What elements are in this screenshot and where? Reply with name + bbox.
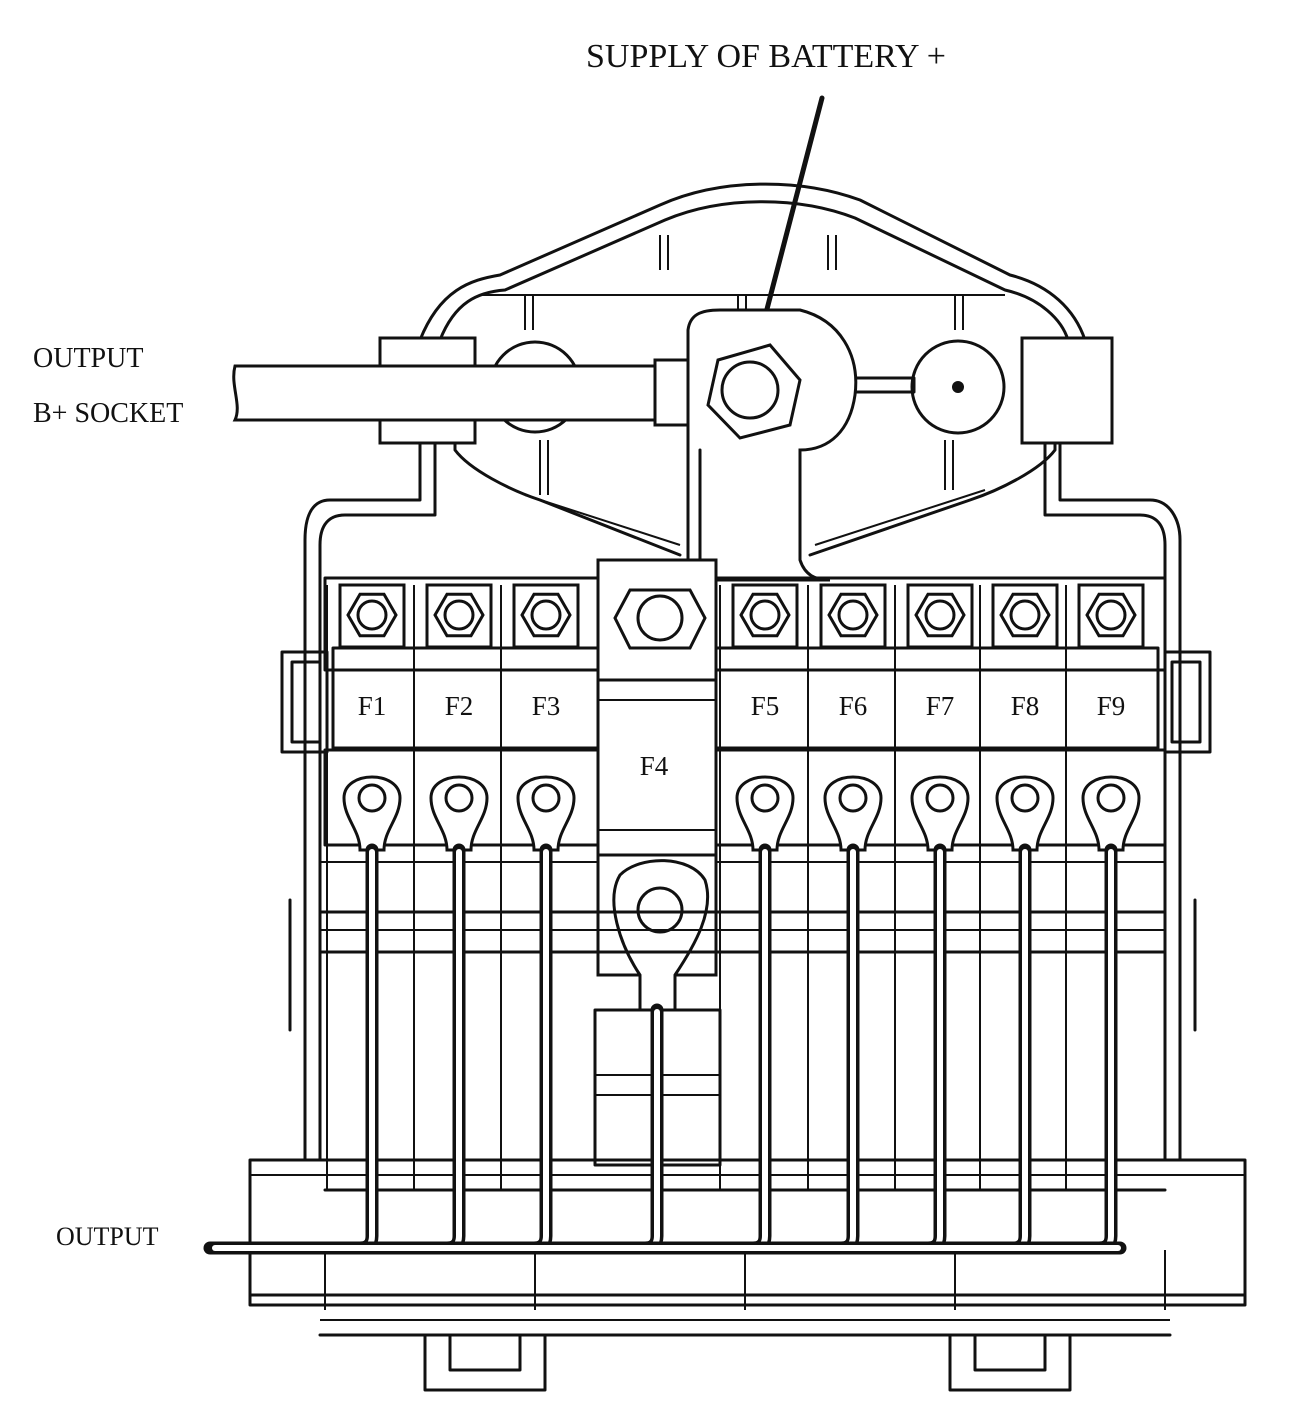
fuse-f8-terminal-bolt (1010, 783, 1040, 813)
fuse-f3-terminal-bolt (531, 783, 561, 813)
fuse-label-f9: F9 (1097, 691, 1126, 721)
fuse-f8-bolt (1009, 599, 1041, 631)
fuse-f7-bolt (924, 599, 956, 631)
supply-of-battery-label: SUPPLY OF BATTERY + (586, 38, 946, 75)
fuse-f5: F5 (719, 583, 799, 1190)
fuse-f2: F2 (413, 583, 493, 1190)
fuse-f9: F9 (1065, 583, 1145, 1190)
fuse-label-f8: F8 (1011, 691, 1040, 721)
fuse-label-f5: F5 (751, 691, 780, 721)
fuse-f5-bolt (749, 599, 781, 631)
output-label-bottom: OUTPUT (56, 1222, 159, 1251)
fuse-f1-terminal-bolt (357, 783, 387, 813)
fuse-f4: F4 (596, 558, 718, 1012)
output-label-top: OUTPUT (33, 343, 144, 374)
fuse-f6-bolt (837, 599, 869, 631)
fuse-label-f4: F4 (640, 751, 669, 781)
fuse-label-f3: F3 (532, 691, 561, 721)
fuse-f2-terminal-bolt (444, 783, 474, 813)
b-plus-socket-label: B+ SOCKET (33, 398, 184, 429)
fuse-f3-bolt (530, 599, 562, 631)
lower-structure (248, 898, 1247, 1392)
fuse-f6: F6 (807, 583, 887, 1190)
fuse-f1-bolt (356, 599, 388, 631)
fuse-f5-terminal-bolt (750, 783, 780, 813)
fuse-f8: F8 (979, 583, 1059, 1190)
fuse-f1: F1 (326, 583, 406, 1190)
battery-terminal-block (686, 308, 858, 582)
fuse-label-f2: F2 (445, 691, 474, 721)
fuse-f6-terminal-bolt (838, 783, 868, 813)
fuse-f7-terminal-bolt (925, 783, 955, 813)
output-wires (203, 843, 1127, 1255)
fuse-f9-bolt (1095, 599, 1127, 631)
fuse-label-f7: F7 (926, 691, 955, 721)
b-plus-output-cable (232, 358, 712, 427)
fuse-f7: F7 (894, 583, 974, 1190)
fuse-f2-bolt (443, 599, 475, 631)
fuse-f3: F3 (500, 583, 580, 1190)
fuse-label-f1: F1 (358, 691, 387, 721)
small-fuses: F1 F2 F3 F5 F6 F7 F8 F9 (326, 583, 1145, 1190)
fuse-f9-terminal-bolt (1096, 783, 1126, 813)
upper-housing (303, 182, 1182, 1162)
fuse-label-f6: F6 (839, 691, 868, 721)
